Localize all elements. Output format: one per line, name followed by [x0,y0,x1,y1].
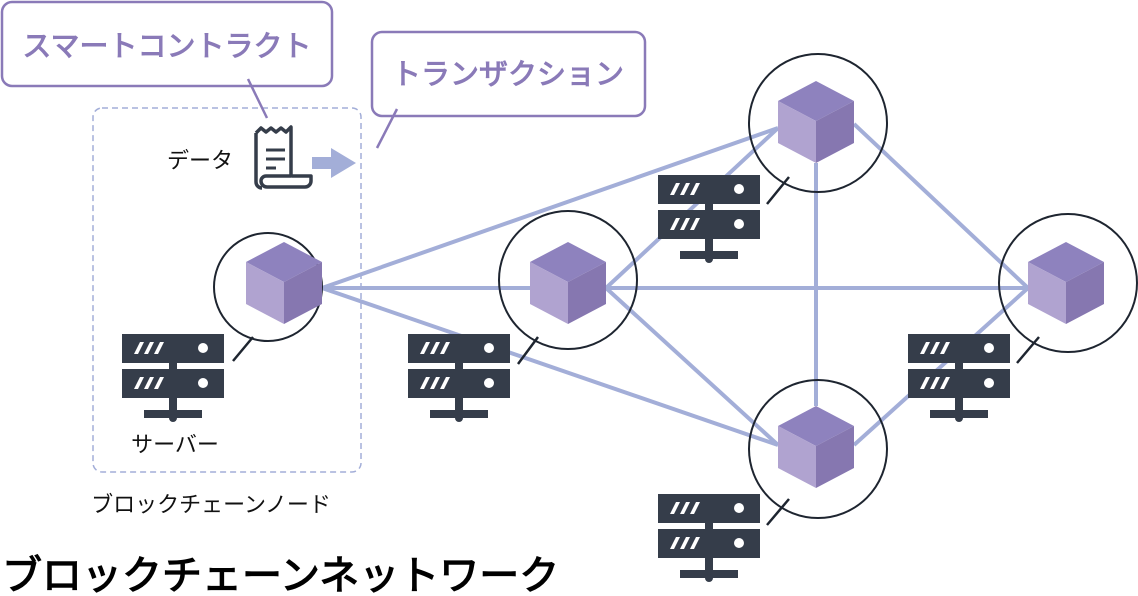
smart-contract-callout: スマートコントラクト [0,0,334,119]
network-node-center[interactable] [498,210,638,365]
edge-node-4-node-5 [852,286,1030,447]
bubble-tail [766,498,790,526]
network-edges [321,122,1030,447]
server-icon [658,494,760,582]
cube-icon [530,242,606,324]
server-icon [408,334,510,422]
network-node-local[interactable] [213,232,323,362]
server-label: サーバー [131,433,219,458]
data-label: データ [167,149,233,174]
bubble-tail [766,176,790,205]
network-node-top[interactable] [748,53,888,205]
transaction-label: トランザクション [392,57,624,91]
arrow-right-icon [312,148,356,178]
node-group-boundary [92,107,362,473]
node-bubble [748,53,888,193]
node-bubble [213,232,323,342]
node-bubble [998,213,1138,353]
edge-node-2-node-3 [604,126,780,290]
smart-contract-label: スマートコントラクト [22,29,311,63]
bubble-tail [516,336,540,365]
edge-node-1-node-3 [321,126,779,290]
cube-icon [778,406,854,488]
server-icon [908,334,1010,422]
node-bubble [498,210,638,350]
server-icon [122,334,224,422]
transaction-callout: トランザクション [370,30,647,149]
edge-node-3-node-5 [852,122,1030,290]
cube-icon [778,81,854,163]
node-bubble [748,379,888,519]
node-group-label: ブロックチェーンノード [91,493,331,518]
diagram-title: ブロックチェーンネットワーク [2,553,559,596]
edge-node-2-node-4 [604,286,780,447]
edge-node-1-node-4 [321,286,779,447]
cube-icon [1028,242,1104,324]
bubble-tail [232,336,254,362]
bubble-tail [1016,336,1040,364]
network-node-bottom[interactable] [748,379,888,526]
server-icon [658,175,760,263]
receipt-document-icon [254,125,313,190]
network-node-right[interactable] [998,213,1138,364]
